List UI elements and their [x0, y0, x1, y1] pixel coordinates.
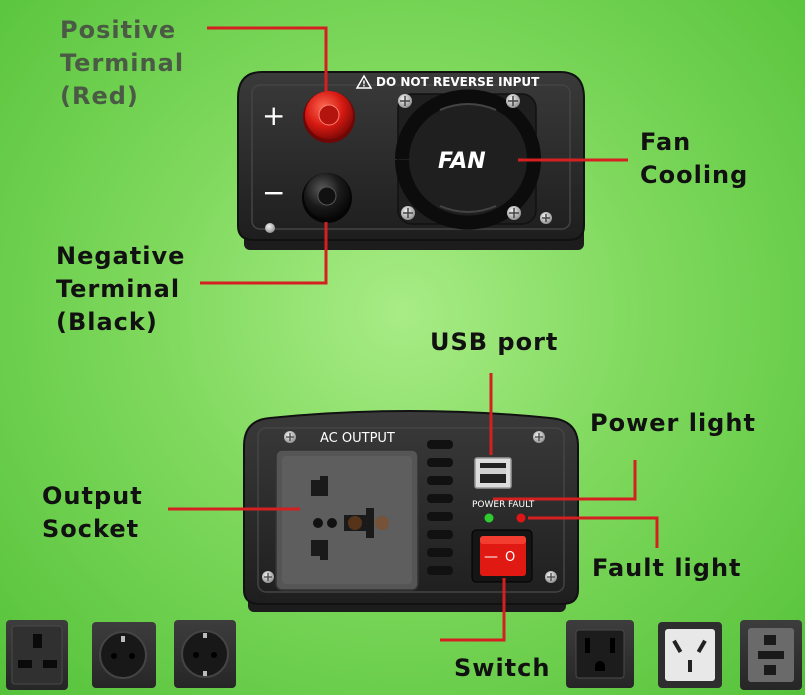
us-socket-icon — [566, 620, 634, 688]
vent-slots — [427, 440, 453, 575]
output-socket-label-line-1: Output — [42, 482, 143, 510]
fault-light-label: Fault light — [592, 554, 742, 582]
screw-icon — [540, 212, 552, 224]
negative-terminal-label-line-3: (Black) — [56, 308, 158, 336]
screw-icon — [398, 94, 412, 108]
schuko-socket-icon — [174, 620, 236, 688]
screw-icon — [506, 94, 520, 108]
usb-port — [474, 457, 512, 489]
fault-led-label: FAULT — [508, 500, 535, 510]
usb-port-label: USB port — [430, 328, 559, 356]
positive-terminal-label: Positive Terminal (Red) — [60, 14, 184, 113]
power-light-label: Power light — [590, 409, 756, 437]
negative-terminal-knob — [302, 173, 352, 223]
screw-icon — [507, 206, 521, 220]
switch-leader-line — [440, 578, 506, 642]
fault-led — [516, 513, 526, 523]
negative-leader-line — [200, 222, 328, 285]
inverter-input-panel: ! DO NOT REVERSE INPUT + − FAN — [237, 71, 585, 250]
ac-output-label: AC OUTPUT — [320, 431, 395, 446]
switch-on-mark: — — [484, 549, 498, 565]
negative-terminal-label-line-2: Terminal — [56, 275, 181, 303]
universal-socket-icon — [740, 620, 802, 690]
french-socket-icon — [92, 622, 156, 688]
fan-cooling-label-line-1: Fan — [640, 128, 692, 156]
positive-terminal-label-line-1: Positive — [60, 16, 177, 44]
power-led — [484, 513, 494, 523]
screw-icon — [262, 571, 274, 583]
positive-terminal-knob — [303, 91, 355, 143]
screw-icon — [265, 223, 275, 233]
screw-icon — [533, 431, 545, 443]
screw-icon — [401, 206, 415, 220]
inverter-output-panel: AC OUTPUT — [243, 410, 579, 612]
positive-terminal-label-line-2: Terminal — [60, 49, 185, 77]
power-switch: — O — [471, 529, 533, 583]
negative-terminal-label: Negative Terminal (Black) — [56, 240, 185, 339]
switch-label: Switch — [454, 654, 551, 682]
screw-icon — [284, 431, 296, 443]
warning-icon: ! — [355, 74, 373, 89]
positive-terminal-label-line-3: (Red) — [60, 82, 139, 110]
negative-terminal-label-line-1: Negative — [56, 242, 186, 270]
leader-lines — [168, 26, 659, 642]
au-socket-icon — [658, 622, 722, 688]
fault-light-leader-line — [528, 516, 659, 548]
positive-leader-line — [207, 26, 328, 92]
svg-text:!: ! — [362, 80, 366, 89]
output-socket-label: Output Socket — [42, 480, 143, 546]
minus-sign: − — [262, 176, 285, 209]
fan-label: FAN — [438, 149, 486, 174]
fan-cooling-label: Fan Cooling — [640, 126, 748, 192]
fan-cooling-label-line-2: Cooling — [640, 161, 749, 189]
screw-icon — [545, 571, 557, 583]
warning-text: DO NOT REVERSE INPUT — [376, 75, 540, 89]
fan-cooling-grille: FAN — [395, 89, 541, 230]
uk-socket-icon — [6, 620, 68, 690]
power-led-label: POWER — [472, 500, 505, 510]
plus-sign: + — [262, 99, 285, 132]
ac-output-socket — [275, 449, 419, 591]
power-light-leader-line — [493, 460, 637, 501]
output-socket-label-line-2: Socket — [42, 515, 140, 543]
switch-off-mark: O — [505, 550, 515, 565]
